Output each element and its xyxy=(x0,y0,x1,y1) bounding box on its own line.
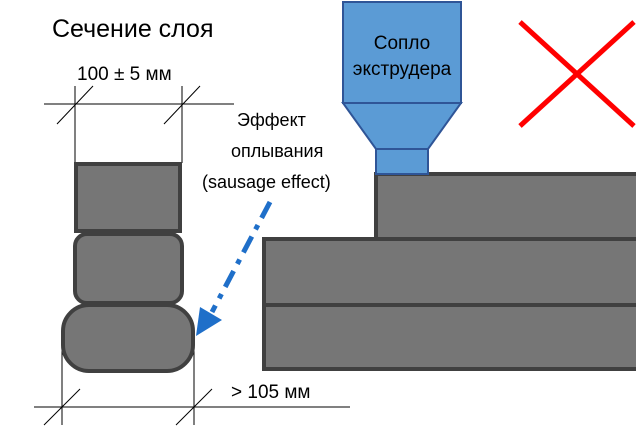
nozzle-cone xyxy=(341,102,463,150)
structure-layer-bottom xyxy=(262,303,636,371)
structure-layer-top xyxy=(374,172,636,241)
sausage-label-1: Эффект xyxy=(237,110,306,130)
top-dimension-left-tick xyxy=(56,85,94,125)
bottom-dimension-right-tick xyxy=(175,388,213,426)
cross-icon xyxy=(518,20,636,128)
printed-structure xyxy=(262,172,636,371)
nozzle-label-1: Сопло xyxy=(374,33,430,54)
top-dimension-right-tick xyxy=(163,85,201,125)
layer-middle xyxy=(73,232,184,305)
sausage-label-2: оплывания xyxy=(231,141,323,161)
sausage-arrow-line xyxy=(209,200,273,314)
bottom-dimension xyxy=(34,345,350,426)
layer-top xyxy=(74,162,182,233)
cross-icon-stroke-2 xyxy=(518,20,636,128)
layer-bottom-deformed xyxy=(61,303,195,373)
nozzle-tip xyxy=(375,148,429,175)
bottom-dimension-label: > 105 мм xyxy=(231,382,310,403)
top-dimension xyxy=(44,85,234,163)
bottom-dimension-left-tick xyxy=(43,388,81,426)
sausage-label-3: (sausage effect) xyxy=(202,172,331,192)
diagram-title: Сечение слоя xyxy=(52,15,214,43)
extruder-nozzle xyxy=(341,1,463,175)
sausage-arrow-head xyxy=(196,307,222,336)
nozzle-label-2: экструдера xyxy=(353,59,452,80)
nozzle-body xyxy=(342,1,462,104)
layer-stack xyxy=(61,162,195,373)
top-dimension-label: 100 ± 5 мм xyxy=(77,64,172,85)
structure-layer-middle xyxy=(262,237,636,307)
